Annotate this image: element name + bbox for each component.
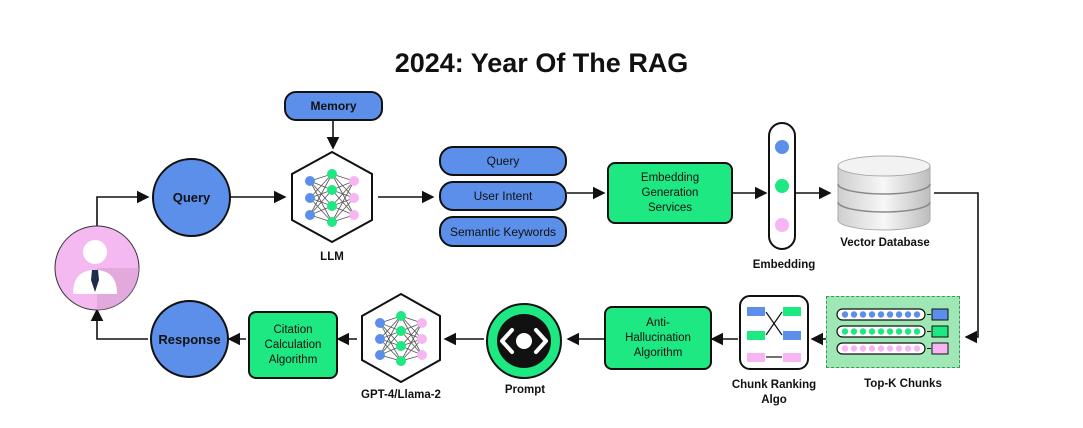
vector-database-label: Vector Database xyxy=(840,237,930,249)
user-intent-pill: User Intent xyxy=(439,181,567,211)
llm-label: LLM xyxy=(320,251,344,263)
prompt-label: Prompt xyxy=(504,384,546,396)
gpt-label: GPT-4/Llama-2 xyxy=(361,389,441,401)
topk-chunks-node xyxy=(826,296,960,368)
prompt-node xyxy=(484,303,568,379)
llm-node xyxy=(286,148,378,246)
query-node: Query xyxy=(152,158,231,237)
response-node: Response xyxy=(150,300,229,378)
code-brackets-icon xyxy=(486,303,562,379)
semantic-keywords-pill: Semantic Keywords xyxy=(439,216,567,247)
topk-chunks-label: Top-K Chunks xyxy=(864,378,942,390)
user-node xyxy=(53,224,141,312)
database-icon xyxy=(837,155,931,231)
user-icon xyxy=(54,225,140,311)
anti-hallucination-node: Anti-Hallucination Algorithm xyxy=(604,306,712,370)
embedding-label: Embedding xyxy=(752,259,816,271)
memory-node: Memory xyxy=(284,91,383,121)
chunk-ranking-node xyxy=(739,295,809,370)
query-pill: Query xyxy=(439,146,567,176)
neural-network-icon xyxy=(291,150,373,244)
embedding-generation-services-node: Embedding Generation Services xyxy=(607,162,733,224)
chunk-ranking-label: Chunk Ranking Algo xyxy=(731,379,817,406)
ranking-icon xyxy=(739,295,809,370)
gpt-node xyxy=(357,291,445,385)
page-title: 2024: Year Of The RAG xyxy=(394,48,689,78)
embedding-node xyxy=(768,122,796,250)
citation-calculation-node: Citation Calculation Algorithm xyxy=(248,311,338,379)
neural-network-icon xyxy=(361,292,441,384)
vector-database-node xyxy=(834,154,934,234)
